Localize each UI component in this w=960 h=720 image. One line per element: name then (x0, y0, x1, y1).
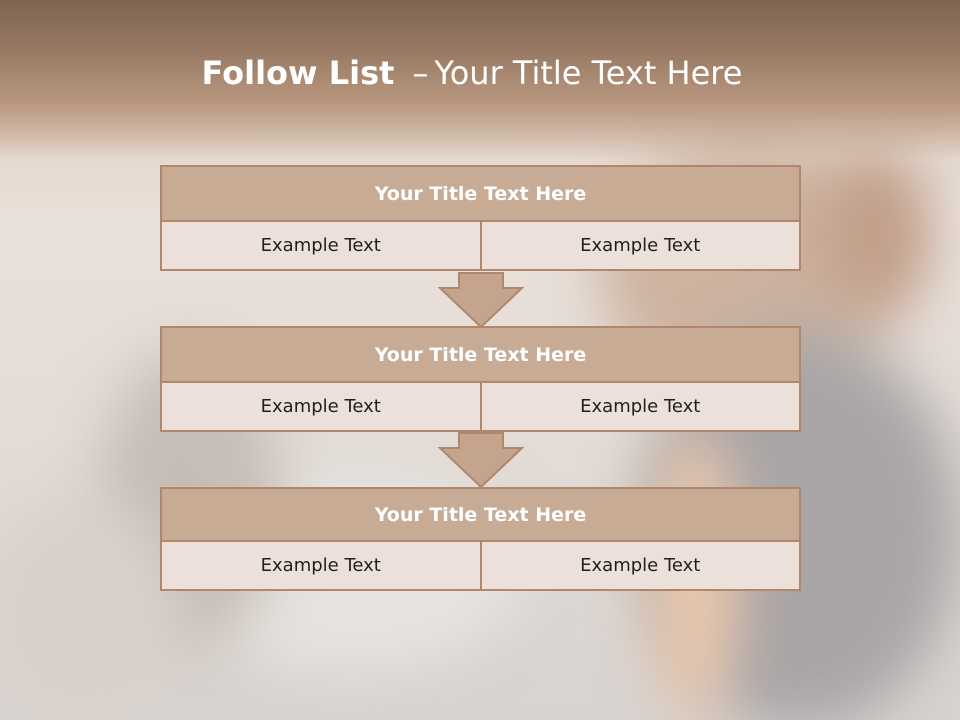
step-cell-left: Example Text (160, 383, 482, 432)
slide-title-separator: – (412, 54, 429, 92)
step-row: Example Text Example Text (160, 222, 801, 271)
down-arrow-icon (438, 432, 524, 488)
header-band (0, 0, 960, 160)
step-box-3: Your Title Text Here Example Text Exampl… (160, 487, 801, 591)
step-title: Your Title Text Here (160, 326, 801, 383)
slide-title: Follow List–Your Title Text Here (0, 54, 944, 92)
step-box-1: Your Title Text Here Example Text Exampl… (160, 165, 801, 271)
step-cell-right: Example Text (481, 542, 801, 591)
step-cell-left: Example Text (160, 542, 482, 591)
step-title: Your Title Text Here (160, 165, 801, 222)
slide-title-rest: Your Title Text Here (434, 54, 743, 92)
slide-title-bold: Follow List (201, 54, 395, 92)
step-title: Your Title Text Here (160, 487, 801, 542)
step-cell-right: Example Text (481, 383, 801, 432)
step-row: Example Text Example Text (160, 542, 801, 591)
down-arrow-icon (438, 272, 524, 328)
step-row: Example Text Example Text (160, 383, 801, 432)
step-box-2: Your Title Text Here Example Text Exampl… (160, 326, 801, 432)
step-cell-right: Example Text (481, 222, 801, 271)
step-cell-left: Example Text (160, 222, 482, 271)
